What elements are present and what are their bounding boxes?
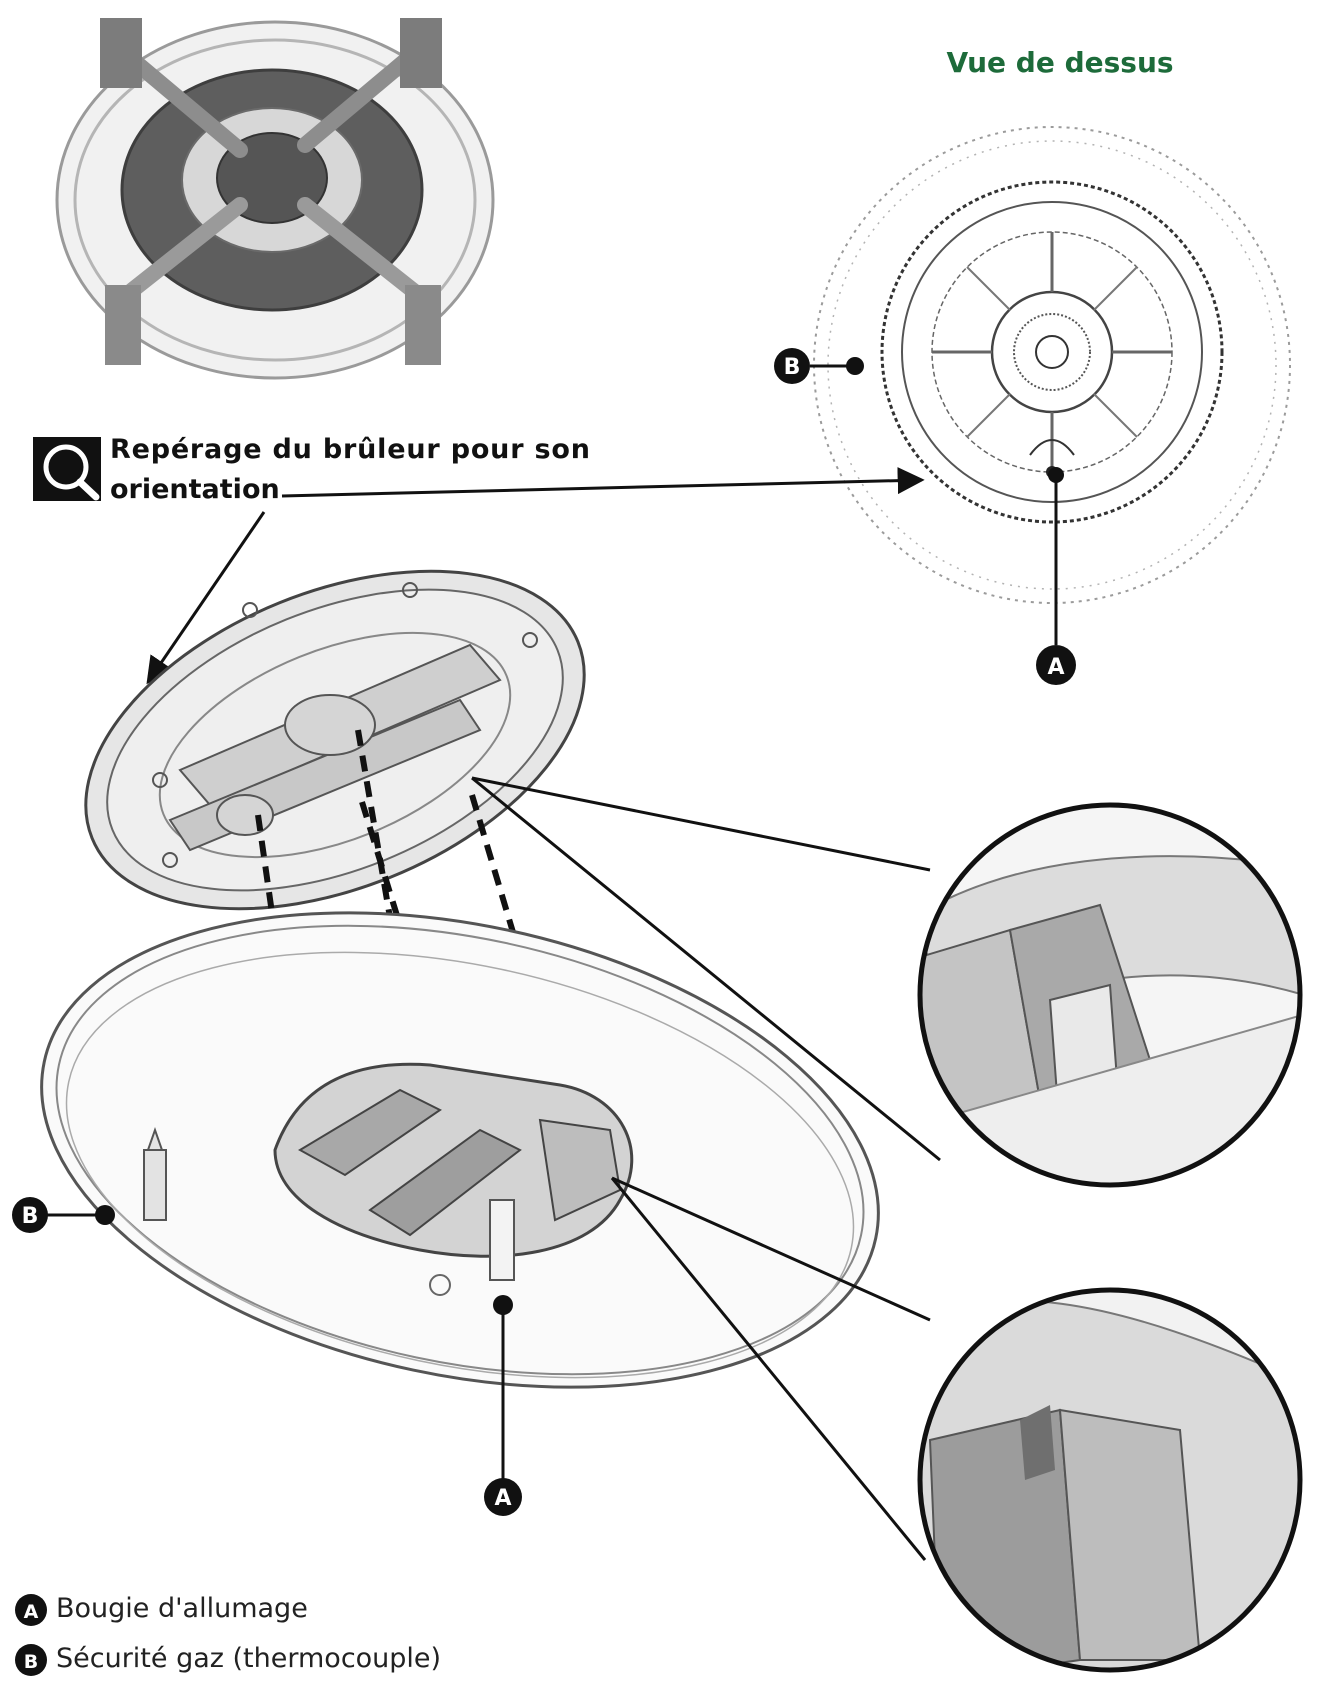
base-marker-a: A — [484, 1295, 522, 1516]
top-view-marker-b: B — [774, 348, 864, 384]
pan-support-illustration — [55, 18, 495, 380]
base-marker-b-label: B — [22, 1204, 39, 1229]
zoom-detail-cap-lug — [471, 776, 1303, 1188]
legend-item-a: A Bougie d'allumage — [15, 1593, 308, 1626]
legend-item-a-text: Bougie d'allumage — [56, 1593, 308, 1624]
legend-item-b: B Sécurité gaz (thermocouple) — [15, 1643, 441, 1676]
legend-item-b-text: Sécurité gaz (thermocouple) — [56, 1643, 441, 1674]
legend-item-b-letter: B — [24, 1651, 38, 1673]
top-view-title: Vue de dessus — [946, 46, 1173, 79]
top-view-drawing — [813, 126, 1291, 604]
callout-arrow-to-burner — [146, 511, 266, 685]
top-view-marker-a: A — [1036, 467, 1076, 685]
callout-line-1: Repérage du brûleur pour son — [110, 434, 590, 465]
top-view-marker-b-label: B — [784, 355, 801, 380]
magnifier-icon — [33, 437, 101, 501]
burner-base — [40, 911, 880, 1389]
top-view-marker-a-label: A — [1047, 655, 1064, 680]
base-marker-b: B — [12, 1197, 115, 1233]
legend-item-a-letter: A — [24, 1601, 39, 1623]
callout-line-2: orientation — [110, 474, 280, 505]
legend: A Bougie d'allumage B Sécurité gaz (ther… — [15, 1593, 441, 1676]
base-marker-a-label: A — [494, 1486, 511, 1511]
callout-arrow-to-top-view — [281, 467, 925, 498]
burner-cap-underside — [84, 569, 586, 911]
